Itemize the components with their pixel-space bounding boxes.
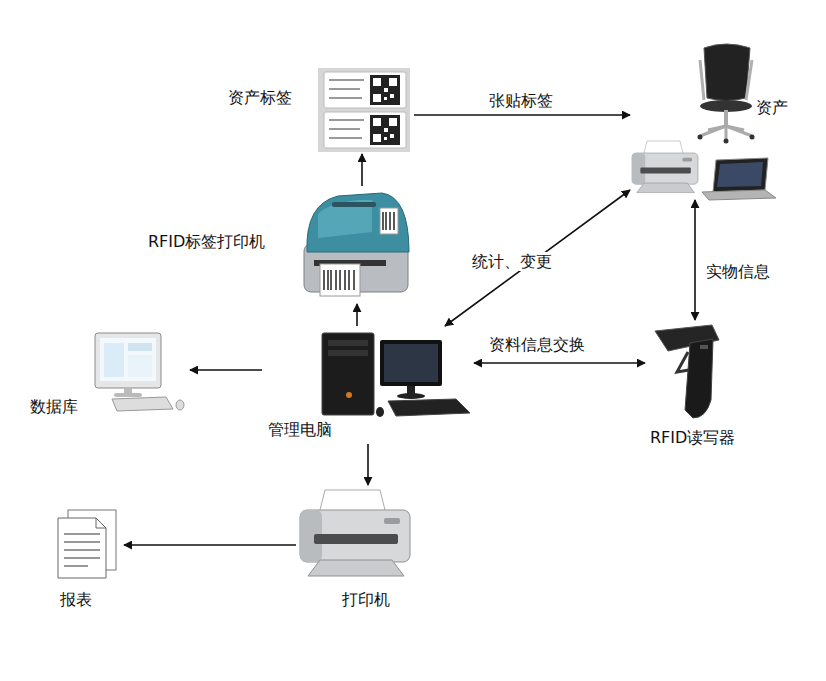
arrow-connector (124, 544, 296, 546)
device-node: RFID读写器 (645, 320, 763, 450)
asset-tag-picture (318, 68, 410, 152)
arrow-connector (445, 190, 630, 326)
device-node: 报表 (52, 505, 124, 613)
arrow-connector (474, 362, 645, 364)
edge-label: 张贴标签 (487, 91, 555, 110)
device-node: RFID标签打印机 (144, 186, 414, 304)
device-label: 数据库 (30, 397, 78, 416)
arrow-connector (356, 304, 358, 326)
label-printer-picture (304, 193, 409, 296)
reader-picture (655, 325, 719, 418)
arrow-connector (694, 200, 696, 320)
asset-picture (632, 44, 776, 200)
edge-label: 实物信息 (704, 262, 772, 281)
edge-label-holder: 实物信息 (704, 262, 772, 281)
printer-picture (300, 490, 410, 576)
database-picture (95, 333, 184, 411)
device-label: 资产 (756, 98, 788, 117)
arrow-connector (361, 154, 363, 186)
device-node: 资产 (630, 40, 800, 200)
arrow-connector (414, 114, 630, 116)
edge-label: 统计、变更 (470, 252, 554, 271)
edge-label: 资料信息交换 (487, 335, 587, 354)
device-label: 报表 (60, 590, 92, 609)
edge-label-holder: 统计、变更 (470, 252, 554, 271)
device-node: 管理电脑 (262, 326, 474, 444)
device-label: RFID读写器 (650, 428, 735, 447)
edge-label-holder: 资料信息交换 (487, 335, 587, 354)
device-label: RFID标签打印机 (148, 232, 265, 251)
arrow-connector (190, 369, 262, 371)
device-label: 资产标签 (228, 88, 292, 107)
report-picture (58, 510, 116, 578)
device-label: 管理电脑 (268, 420, 332, 439)
arrow-connector (367, 444, 369, 485)
device-node: 数据库 (25, 328, 190, 420)
edge-label-holder: 张贴标签 (487, 91, 555, 110)
device-label: 打印机 (342, 590, 390, 609)
device-node: 打印机 (296, 485, 414, 613)
computer-picture (322, 333, 470, 417)
device-node: 资产标签 (222, 64, 414, 154)
